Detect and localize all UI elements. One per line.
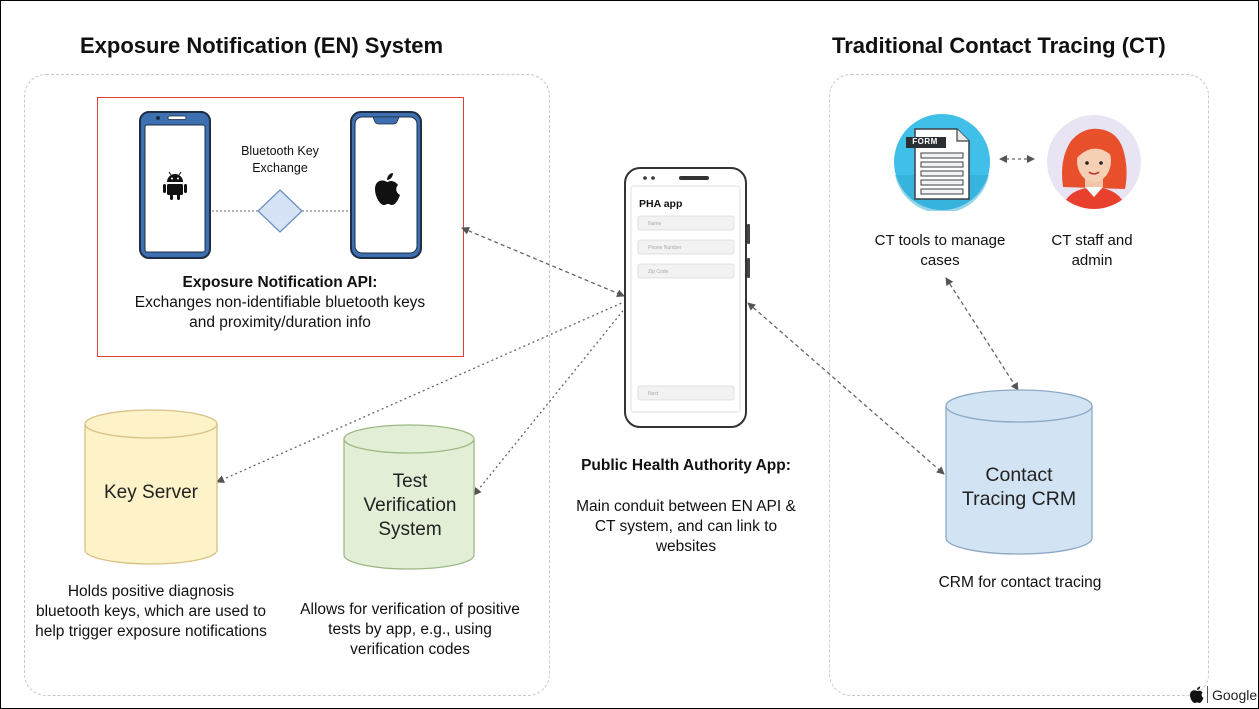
app-to-crm-arrow bbox=[747, 302, 945, 475]
bluetooth-key-exchange-label: Bluetooth Key Exchange bbox=[241, 144, 319, 175]
apple-icon bbox=[375, 173, 400, 205]
key-server-cylinder bbox=[84, 409, 218, 565]
crm-cylinder bbox=[945, 389, 1093, 555]
android-icon bbox=[163, 171, 187, 200]
pha-phone bbox=[624, 167, 750, 428]
android-phone bbox=[139, 111, 211, 259]
app-to-key-server-arrow bbox=[216, 301, 625, 483]
pha-zip-field[interactable]: Zip Code bbox=[648, 269, 669, 275]
form-icon bbox=[894, 114, 990, 211]
pha-app-screen-title: PHA app bbox=[639, 198, 683, 210]
pha-app-desc: Main conduit between EN API & CT system,… bbox=[576, 498, 796, 555]
app-to-test-verification-arrow bbox=[473, 306, 627, 496]
ct-tools-label: CT tools to manage cases bbox=[874, 232, 1006, 269]
ct-staff-avatar bbox=[1047, 115, 1141, 209]
iphone-phone bbox=[350, 111, 422, 259]
crm-desc: CRM for contact tracing bbox=[938, 574, 1102, 591]
crm-label: Contact Tracing CRM bbox=[961, 464, 1077, 510]
tools-to-crm-arrow bbox=[945, 277, 1019, 391]
key-exchange-diamond bbox=[257, 189, 303, 233]
test-verification-desc: Allows for verification of positive test… bbox=[300, 601, 520, 658]
ct-staff-label: CT staff and admin bbox=[1051, 232, 1133, 269]
apple-logo-icon bbox=[1190, 686, 1204, 703]
pha-name-field[interactable]: Name bbox=[648, 221, 662, 227]
ct-system-title: Traditional Contact Tracing (CT) bbox=[832, 33, 1166, 58]
exposure-notification-api-title: Exposure Notification API: bbox=[182, 274, 378, 291]
pha-next-button[interactable]: Next bbox=[648, 391, 659, 397]
test-verification-cylinder bbox=[343, 424, 475, 570]
exposure-notification-api-desc: Exchanges non-identifiable bluetooth key… bbox=[134, 294, 426, 331]
footer-divider bbox=[1207, 686, 1208, 703]
key-server-label: Key Server bbox=[104, 482, 198, 503]
api-to-app-arrow bbox=[461, 227, 625, 297]
form-icon-label: FORM bbox=[912, 137, 938, 146]
key-server-desc: Holds positive diagnosis bluetooth keys,… bbox=[35, 583, 267, 640]
en-system-region bbox=[24, 74, 550, 696]
google-brand: Google bbox=[1212, 687, 1258, 703]
en-system-title: Exposure Notification (EN) System bbox=[80, 33, 444, 58]
pha-phone-field[interactable]: Phone Number bbox=[648, 245, 682, 251]
test-verification-label: Test Verification System bbox=[363, 471, 457, 540]
pha-app-title: Public Health Authority App: bbox=[581, 457, 791, 474]
